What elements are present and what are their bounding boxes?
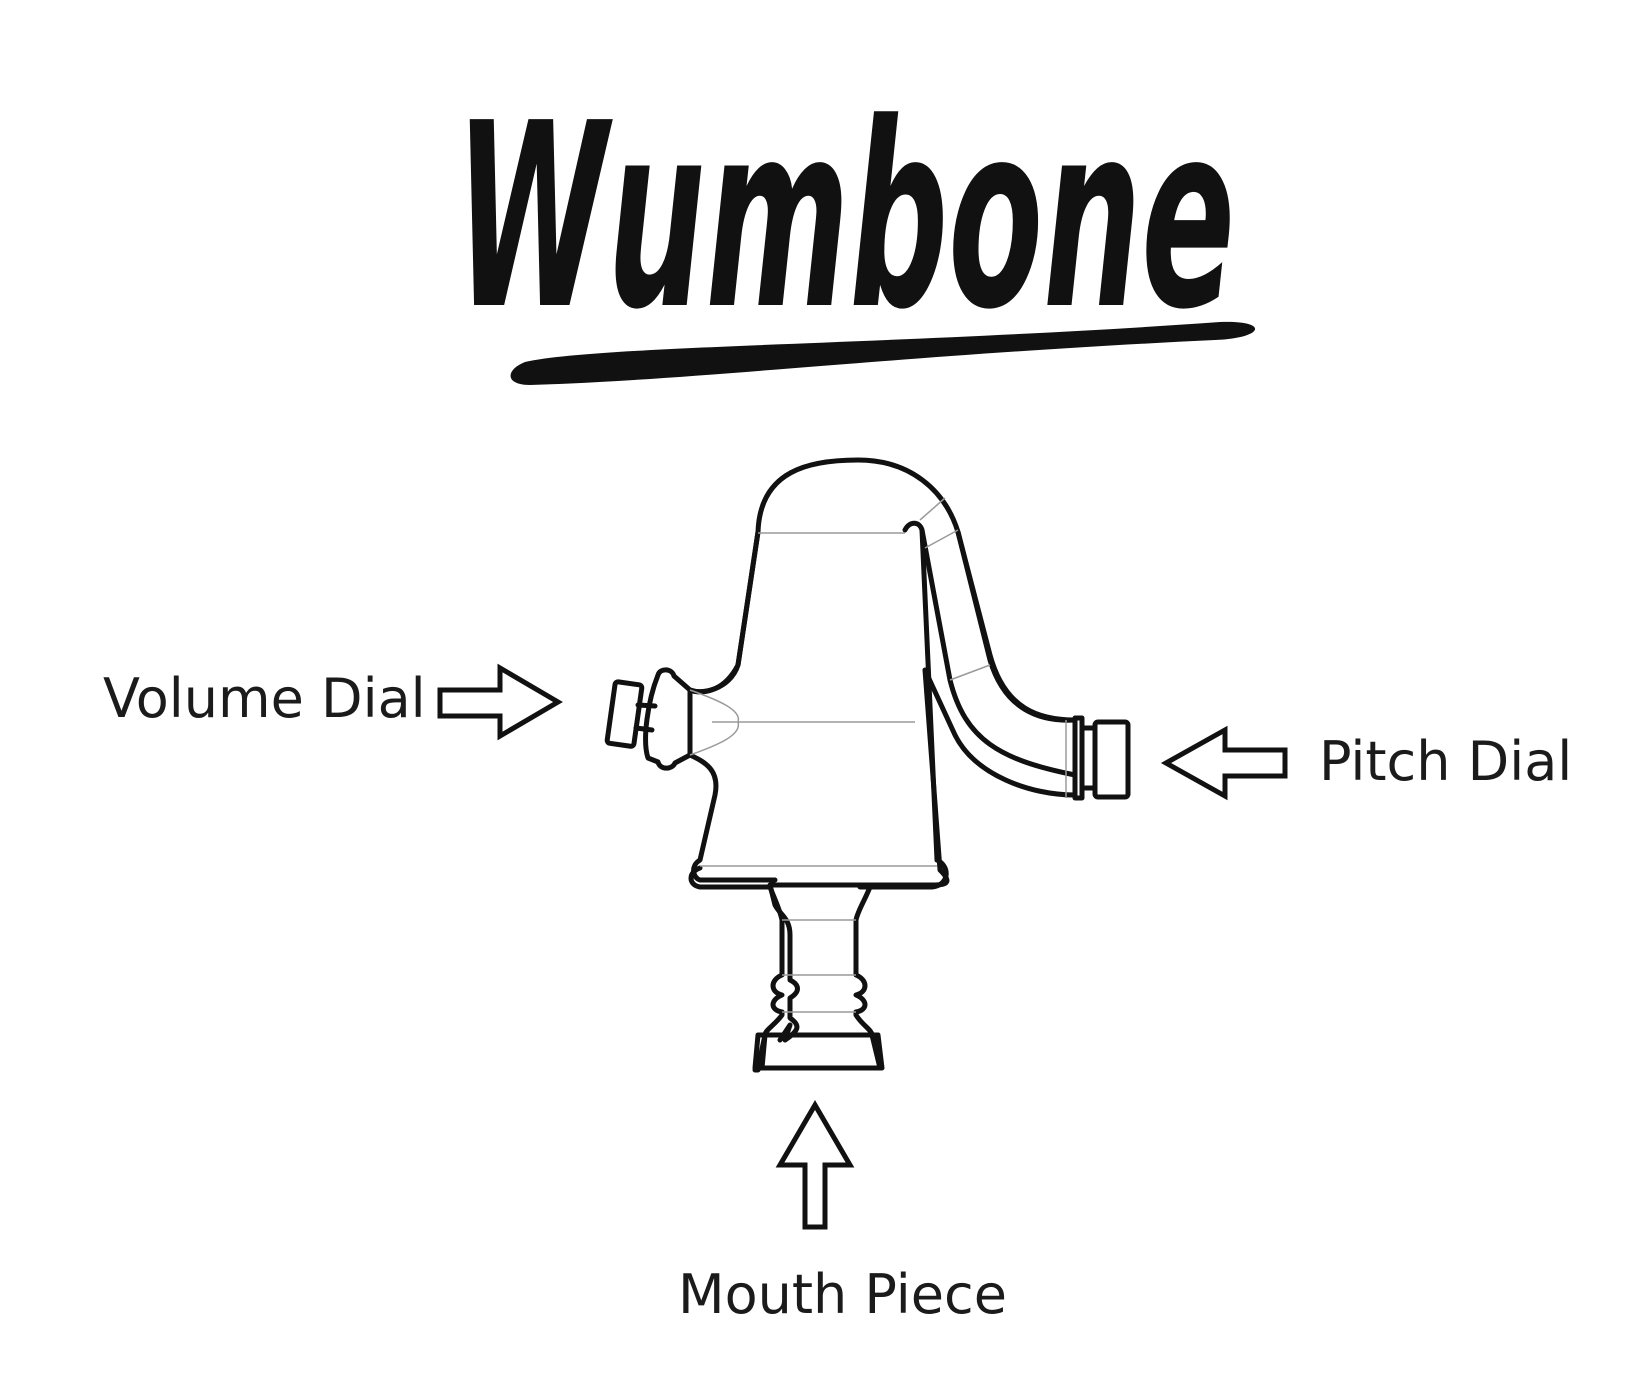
pitch-dial-label: Pitch Dial [1319, 730, 1573, 793]
arrows [437, 663, 1288, 1230]
volume-dial-knob [604, 679, 645, 749]
instrument-left-side [687, 529, 778, 883]
title-text: Wumbone [455, 69, 1235, 366]
detail-lines [689, 497, 1067, 1013]
slide-tube-right [919, 527, 1078, 778]
mouth-neck-right [853, 884, 883, 1071]
title-logo: Wumbone [455, 69, 1256, 385]
instrument-body [687, 457, 1078, 1043]
mouthpiece [752, 1032, 885, 1073]
volume-dial-collar [643, 667, 693, 771]
mouth-piece-label: Mouth Piece [678, 1263, 1007, 1326]
pitch-dial-joint [1079, 725, 1098, 791]
pitch-dial-knob [1092, 719, 1131, 800]
title-underline [510, 321, 1256, 385]
instrument [604, 457, 1131, 1073]
volume-dial-label: Volume Dial [103, 667, 426, 730]
body-base [688, 857, 949, 890]
mouth-neck-lines [782, 919, 856, 1013]
mouth-neck-left [755, 884, 785, 1071]
pitch-dial-collar [1072, 715, 1085, 801]
pitch-neck [955, 529, 1078, 723]
arrow-mouth-piece-icon [775, 1100, 855, 1230]
tube-bend-lines [919, 497, 991, 681]
volume-collar-lines [689, 689, 740, 756]
arrow-pitch-dial-icon [1160, 725, 1288, 801]
arrow-volume-dial-icon [437, 663, 563, 741]
